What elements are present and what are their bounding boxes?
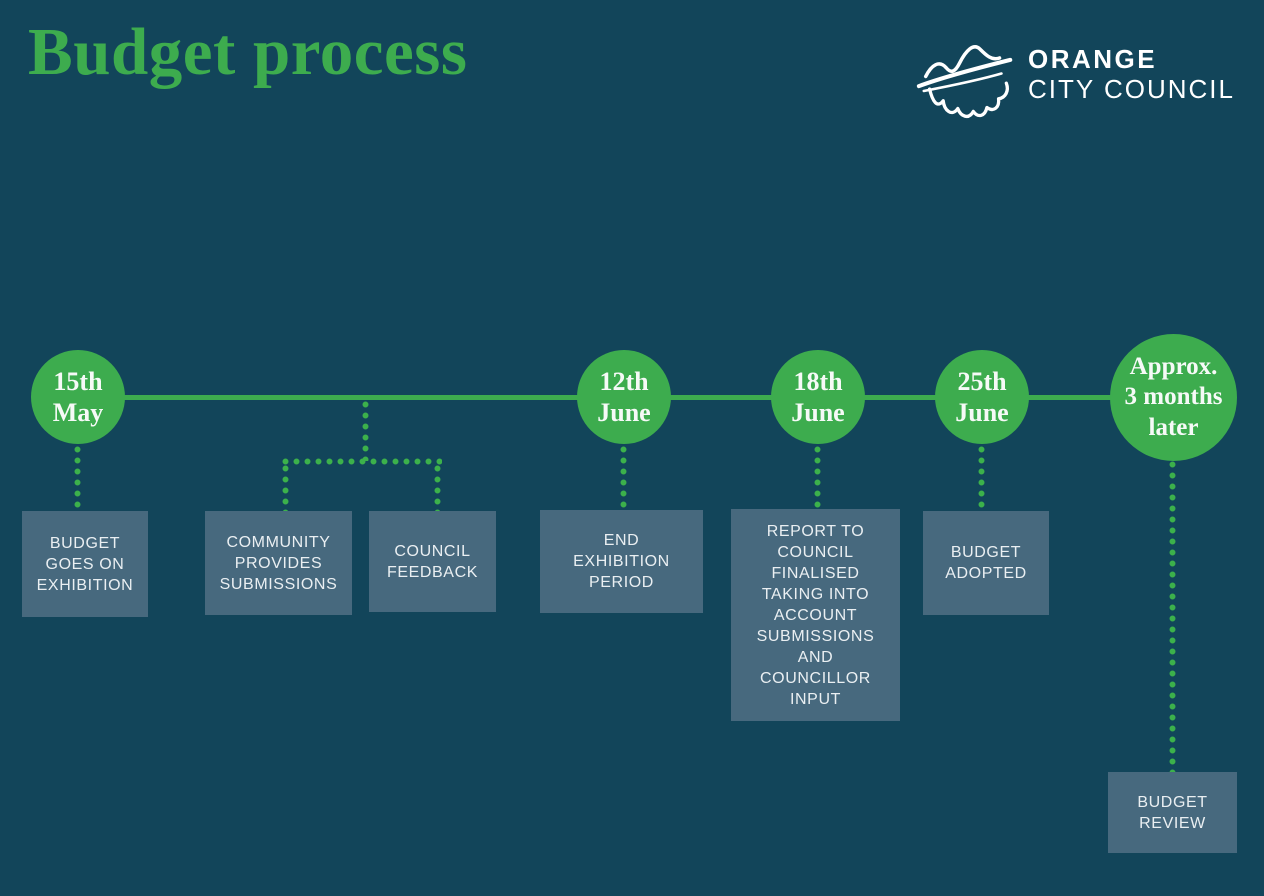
milestone-circle-15th-may: 15th May bbox=[31, 350, 125, 444]
dotted-connector-15may bbox=[74, 446, 81, 511]
milestone-circle-18th-june: 18th June bbox=[771, 350, 865, 444]
logo-org-name-top: ORANGE bbox=[1028, 44, 1158, 74]
step-budget-adopted: BUDGET ADOPTED bbox=[923, 511, 1049, 615]
milestone-circle-12th-june: 12th June bbox=[577, 350, 671, 444]
page-title: Budget process bbox=[28, 15, 468, 89]
step-council-feedback: COUNCIL FEEDBACK bbox=[369, 511, 496, 612]
logo-org-name-bottom: CITY COUNCIL bbox=[1028, 74, 1235, 104]
dotted-connector-branch-horizontal bbox=[282, 458, 442, 465]
logo-org-name: ORANGE CITY COUNCIL bbox=[1028, 44, 1235, 104]
step-community-provides-submissions: COMMUNITY PROVIDES SUBMISSIONS bbox=[205, 511, 352, 615]
dotted-connector-12june bbox=[620, 446, 627, 510]
milestone-circle-3-months-later: Approx. 3 months later bbox=[1110, 334, 1237, 461]
council-logo: ORANGE CITY COUNCIL bbox=[916, 24, 1246, 124]
milestone-circle-25th-june: 25th June bbox=[935, 350, 1029, 444]
dotted-connector-branch-right bbox=[434, 465, 441, 511]
dotted-connector-branch-stem bbox=[362, 401, 369, 461]
step-report-to-council-finalised: REPORT TO COUNCIL FINALISED TAKING INTO … bbox=[731, 509, 900, 721]
dotted-connector-budget-review bbox=[1169, 461, 1176, 772]
step-budget-review: BUDGET REVIEW bbox=[1108, 772, 1237, 853]
step-end-exhibition-period: END EXHIBITION PERIOD bbox=[540, 510, 703, 613]
dotted-connector-25june bbox=[978, 446, 985, 511]
dotted-connector-branch-left bbox=[282, 465, 289, 511]
step-budget-goes-on-exhibition: BUDGET GOES ON EXHIBITION bbox=[22, 511, 148, 617]
orange-leaf-sketch-icon bbox=[916, 45, 1013, 119]
dotted-connector-18june bbox=[814, 446, 821, 509]
